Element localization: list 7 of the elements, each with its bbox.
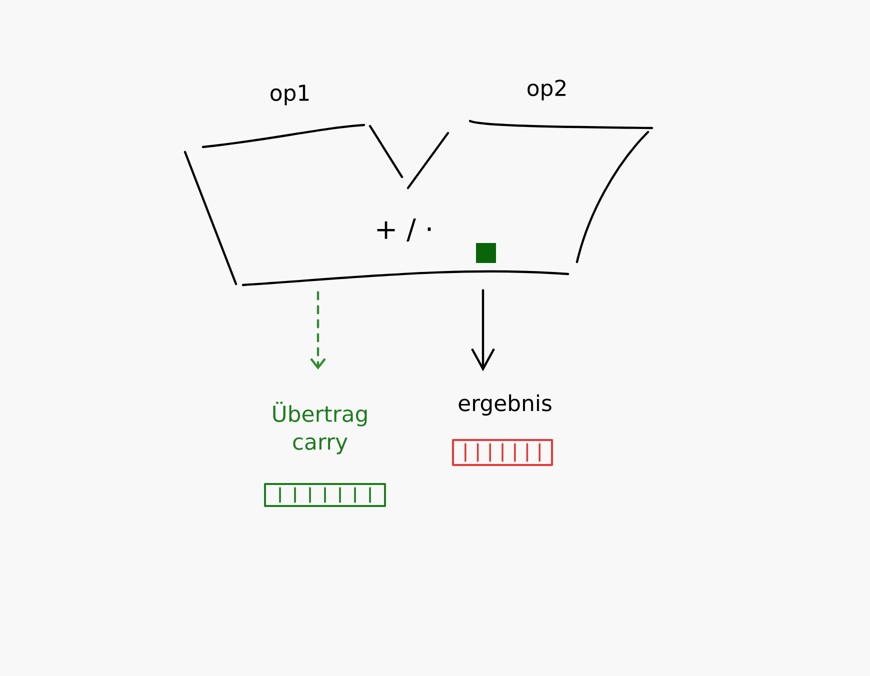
operation-symbol: + / · xyxy=(377,218,431,242)
register-label: Übertrag carry xyxy=(273,402,367,454)
input-label: op2 xyxy=(528,80,566,100)
arrow xyxy=(310,291,326,370)
register-label: ergebnis xyxy=(458,394,552,416)
arrow xyxy=(471,289,495,372)
input-label: op1 xyxy=(270,84,309,106)
